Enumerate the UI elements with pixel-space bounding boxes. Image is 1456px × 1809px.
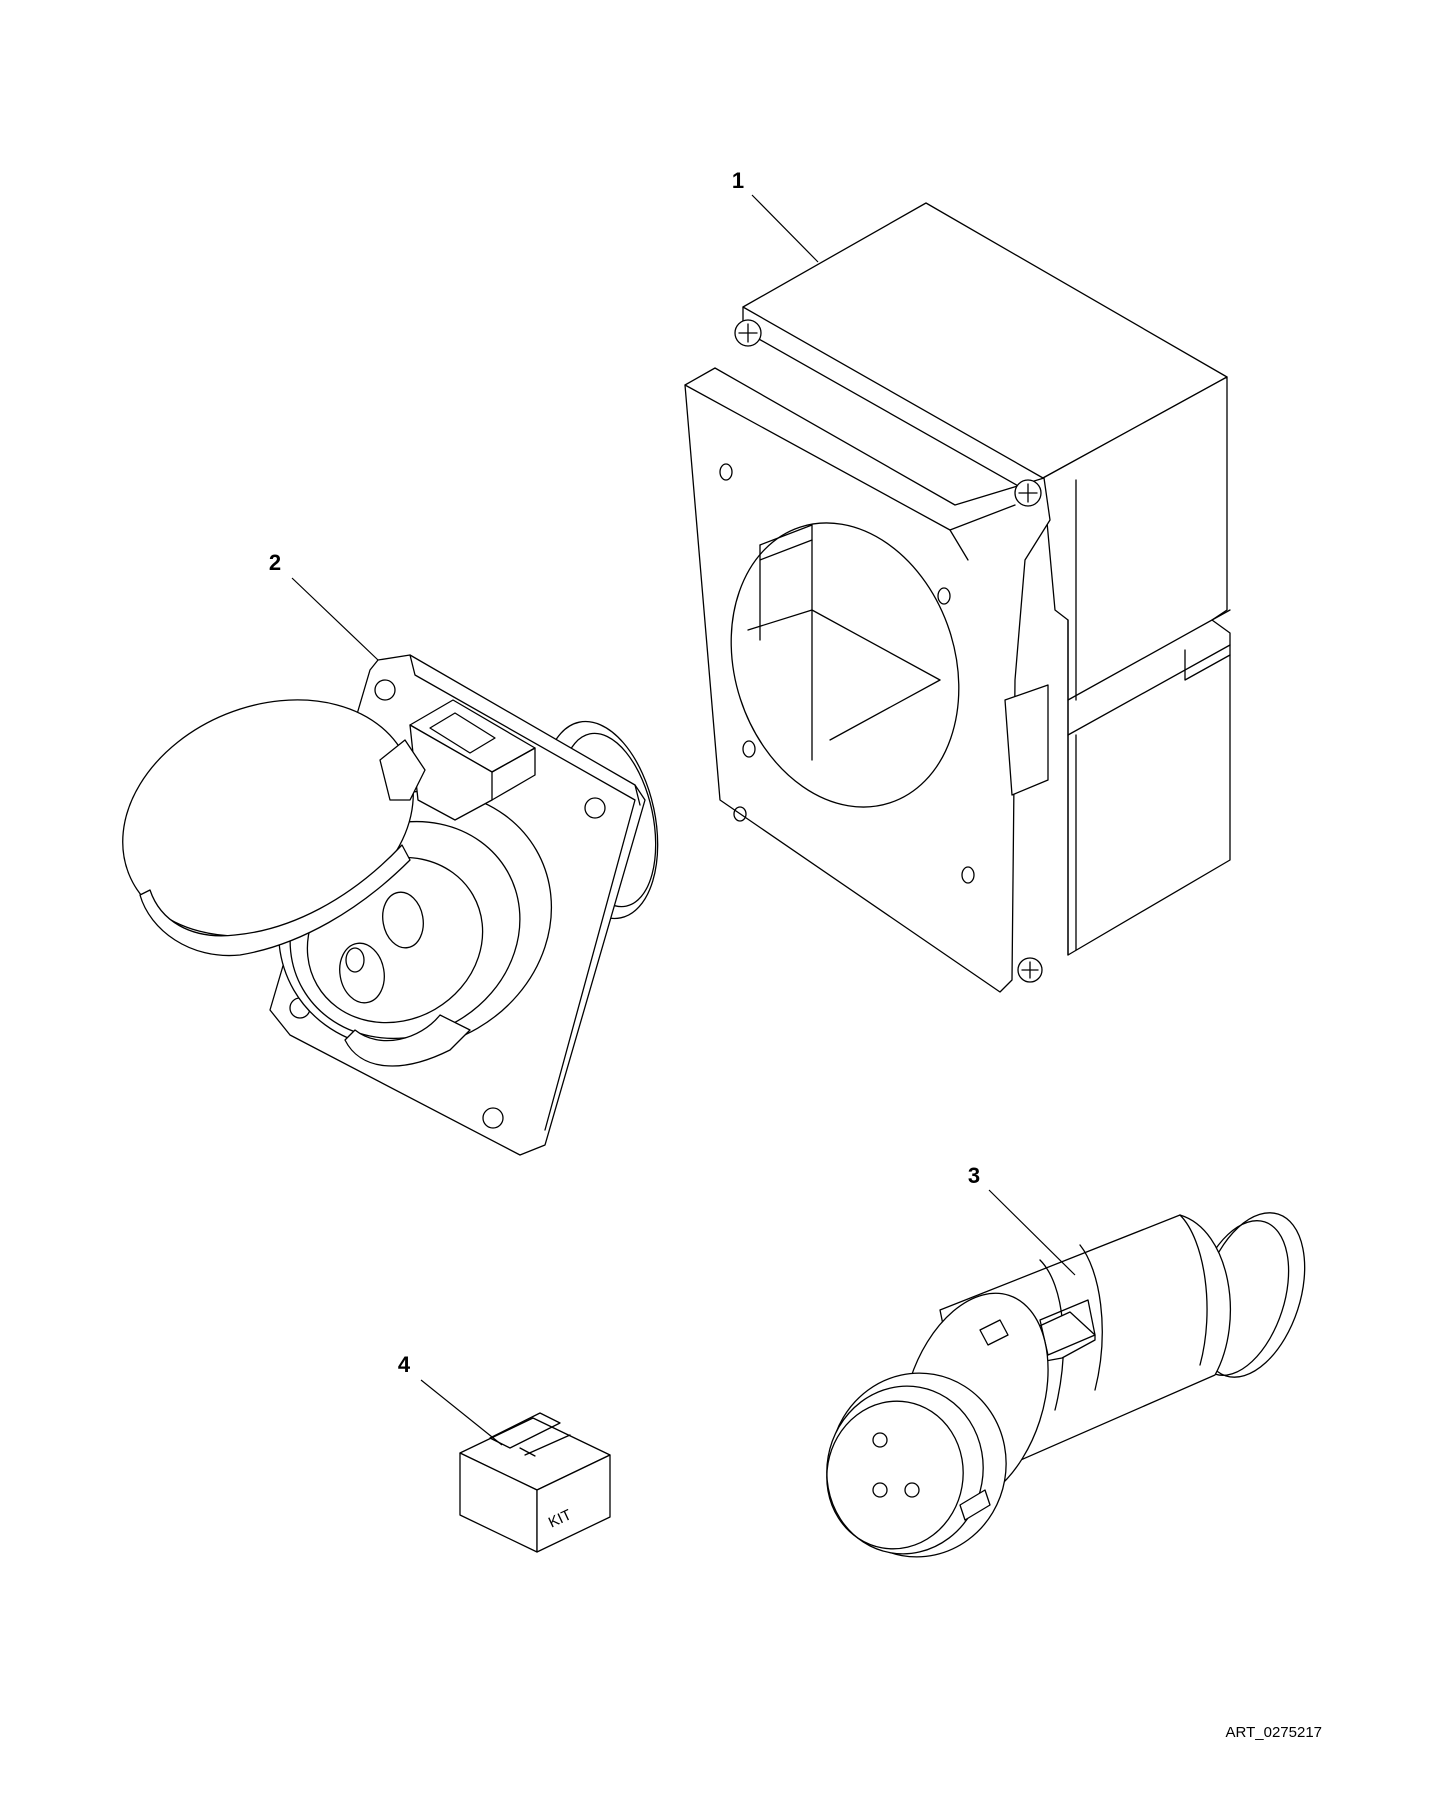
callout-label: 3 [968, 1163, 980, 1188]
part-2-panel-socket [122, 654, 659, 1156]
callout-label: 4 [398, 1352, 411, 1377]
part-3-plug [826, 1212, 1306, 1558]
callout-label: 2 [269, 550, 281, 575]
callout-1: 1 [732, 168, 819, 263]
part-4-kit-box: KIT [459, 1412, 611, 1553]
screw-icon [1014, 479, 1042, 507]
callout-label: 1 [732, 168, 744, 193]
screw-icon [1017, 957, 1043, 983]
callout-3: 3 [968, 1163, 1076, 1276]
art-number: ART_0275217 [1226, 1724, 1322, 1741]
callout-2: 2 [269, 550, 379, 661]
screw-icon [734, 319, 762, 347]
part-1-enclosure-box [684, 202, 1231, 993]
callout-4: 4 [398, 1352, 503, 1446]
